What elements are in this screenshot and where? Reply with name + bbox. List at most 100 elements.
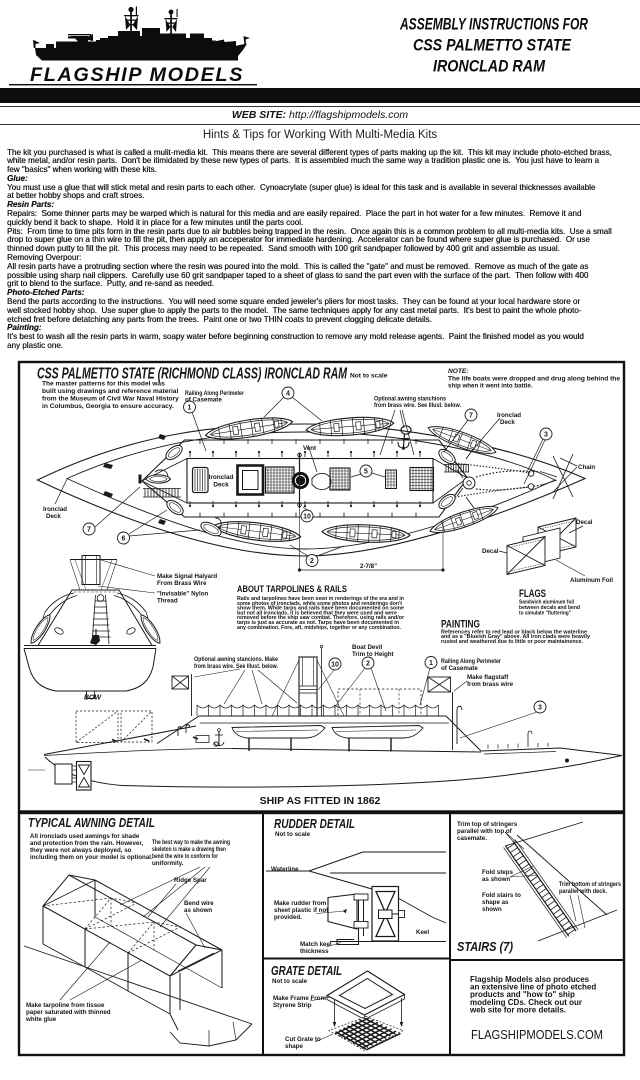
svg-text:parallel with deck.: parallel with deck. <box>559 888 607 895</box>
svg-text:from brass wire. See Illust.: from brass wire. See Illust. below. <box>374 402 461 409</box>
svg-text:BOW: BOW <box>84 695 103 702</box>
svg-text:6: 6 <box>122 536 126 543</box>
svg-text:from brass wire. See Illust.: from brass wire. See Illust. below. <box>194 663 278 670</box>
svg-text:From Brass Wire: From Brass Wire <box>157 580 207 587</box>
svg-text:Flagship Models also produces: Flagship Models also produces <box>470 975 590 984</box>
svg-text:10: 10 <box>331 662 339 669</box>
svg-text:2: 2 <box>366 661 370 668</box>
svg-text:GRATE DETAIL: GRATE DETAIL <box>271 964 342 978</box>
svg-text:Thread: Thread <box>157 598 178 605</box>
svg-text:provided.: provided. <box>274 914 302 921</box>
svg-text:RUDDER DETAIL: RUDDER DETAIL <box>274 817 355 831</box>
svg-text:shown: shown <box>482 906 502 913</box>
svg-text:The life boats were dropped an: The life boats were dropped and drug alo… <box>448 376 621 383</box>
svg-text:products and "how to" ship: products and "how to" ship <box>470 990 575 999</box>
svg-text:Make Signal Halyard: Make Signal Halyard <box>157 573 217 580</box>
svg-text:Ridge Spar: Ridge Spar <box>174 877 207 884</box>
svg-text:tarps is just as accurate as n: tarps is just as accurate as not. Tarps … <box>237 620 399 626</box>
svg-text:they were not always deployed,: they were not always deployed, so <box>30 847 132 854</box>
svg-text:ASSEMBLY INSTRUCTIONS FOR: ASSEMBLY INSTRUCTIONS FOR <box>399 16 588 34</box>
svg-text:"Invisable" Nylon: "Invisable" Nylon <box>157 591 208 598</box>
svg-text:ship when it went into battle.: ship when it went into battle. <box>448 383 533 390</box>
svg-text:2: 2 <box>310 558 314 565</box>
svg-text:IRONCLAD RAM: IRONCLAD RAM <box>433 58 546 76</box>
svg-text:Deck: Deck <box>46 513 61 520</box>
svg-text:of Casemate: of Casemate <box>441 665 478 672</box>
svg-text:including them on your model i: including them on your model is optional… <box>30 854 153 861</box>
svg-text:The master patterns for this m: The master patterns for this model was <box>42 381 165 388</box>
svg-text:FLAGSHIP MODELS: FLAGSHIP MODELS <box>30 65 244 86</box>
svg-text:Make Frame From: Make Frame From <box>273 995 326 1002</box>
svg-text:parallel with top of: parallel with top of <box>457 828 513 835</box>
svg-text:built using drawings and refer: built using drawings and reference mater… <box>42 388 178 395</box>
svg-text:casemate.: casemate. <box>457 835 487 842</box>
svg-text:Decal: Decal <box>576 519 593 526</box>
svg-text:SHIP AS FITTED IN 1862: SHIP AS FITTED IN 1862 <box>260 795 381 807</box>
svg-text:Fold steps: Fold steps <box>482 869 513 876</box>
svg-text:Ironclad: Ironclad <box>43 506 67 513</box>
svg-text:Deck: Deck <box>213 482 229 489</box>
svg-text:bend the wire to conform for: bend the wire to conform for <box>152 853 218 860</box>
svg-text:3: 3 <box>538 705 542 712</box>
svg-text:Trim bottom of stringers: Trim bottom of stringers <box>559 881 621 888</box>
svg-text:FLAGS: FLAGS <box>519 588 546 600</box>
svg-text:Decal: Decal <box>482 548 499 555</box>
svg-text:Vent: Vent <box>303 445 316 452</box>
svg-text:Optional awning stancions. Mak: Optional awning stancions. Make <box>194 656 278 663</box>
svg-text:shape as: shape as <box>482 899 509 906</box>
svg-text:an extensive line of photo etc: an extensive line of photo etched <box>470 983 596 992</box>
svg-text:but not all ironclads, it is b: but not all ironclads, it is believed th… <box>237 610 397 616</box>
svg-text:TYPICAL AWNING DETAIL: TYPICAL AWNING DETAIL <box>28 816 155 830</box>
svg-text:between decals and bend: between decals and bend <box>519 605 581 611</box>
svg-text:STAIRS (7): STAIRS (7) <box>457 939 513 954</box>
svg-text:7: 7 <box>469 413 473 420</box>
svg-text:uniformity.: uniformity. <box>152 860 184 867</box>
svg-text:Not to scale: Not to scale <box>275 831 311 838</box>
svg-text:Deck: Deck <box>500 419 515 426</box>
svg-text:Sandwich aluminum foil: Sandwich aluminum foil <box>519 600 574 606</box>
svg-text:Optional awning stanchions: Optional awning stanchions <box>374 396 446 403</box>
svg-text:modeling CDs. Check out our: modeling CDs. Check out our <box>470 998 582 1007</box>
svg-text:5: 5 <box>364 469 368 476</box>
svg-text:7: 7 <box>87 527 91 534</box>
svg-text:Railing Along Perimeter: Railing Along Perimeter <box>441 658 501 665</box>
svg-text:rusted and weathered due to li: rusted and weathered due to little or po… <box>441 639 583 645</box>
svg-text:thickness: thickness <box>300 948 329 955</box>
svg-text:Cut Grate to: Cut Grate to <box>285 1036 321 1043</box>
svg-text:paper saturated with thinned: paper saturated with thinned <box>26 1009 111 1016</box>
svg-text:Make tarpoline from tissue: Make tarpoline from tissue <box>26 1002 105 1009</box>
svg-text:Make flagstaff: Make flagstaff <box>467 674 509 681</box>
svg-text:web site for more details.: web site for more details. <box>469 1005 566 1014</box>
svg-text:Make rudder from: Make rudder from <box>274 900 327 907</box>
svg-text:Fold stairs to: Fold stairs to <box>482 892 521 899</box>
svg-text:sheet plastic if not: sheet plastic if not <box>274 907 328 914</box>
svg-text:4: 4 <box>286 391 290 398</box>
svg-text:Ironclad: Ironclad <box>497 412 521 419</box>
svg-text:removed before the ship saw co: removed before the ship saw combat. Ther… <box>237 615 405 621</box>
svg-text:Match keel: Match keel <box>300 941 332 948</box>
svg-text:show them. While tarps and ra: show them. While tarps and rails have be… <box>237 606 404 612</box>
svg-text:10: 10 <box>303 514 311 521</box>
svg-text:Ironclad: Ironclad <box>209 474 234 481</box>
svg-text:ABOUT TARPOLINES & RAILS: ABOUT TARPOLINES & RAILS <box>237 584 347 594</box>
svg-text:Aluminum Foil: Aluminum Foil <box>570 577 613 584</box>
svg-text:Bend wire: Bend wire <box>184 900 214 907</box>
svg-text:as shown: as shown <box>482 876 510 883</box>
svg-text:Waterline: Waterline <box>271 866 299 873</box>
svg-text:shape: shape <box>285 1043 303 1050</box>
svg-text:PAINTING: PAINTING <box>441 619 480 631</box>
svg-text:Chain: Chain <box>578 464 595 471</box>
svg-text:Keel: Keel <box>416 929 429 936</box>
svg-text:from brass wire: from brass wire <box>467 681 514 688</box>
svg-text:Trim top of stringers: Trim top of stringers <box>457 821 518 828</box>
svg-text:of Casemate: of Casemate <box>185 397 222 404</box>
svg-text:3: 3 <box>544 432 548 439</box>
svg-text:skeleton is make a drawing the: skeleton is make a drawing then <box>152 846 226 853</box>
svg-text:FLAGSHIPMODELS.COM: FLAGSHIPMODELS.COM <box>471 1027 603 1042</box>
svg-text:Not to scale: Not to scale <box>350 373 388 380</box>
svg-text:as shown: as shown <box>184 907 212 914</box>
svg-text:All ironclads used awnings for: All ironclads used awnings for shade <box>30 833 140 840</box>
svg-text:white glue: white glue <box>25 1016 57 1023</box>
svg-text:Rails and tarpolines have been: Rails and tarpolines have been seen in r… <box>237 596 404 602</box>
svg-text:1: 1 <box>429 660 433 667</box>
